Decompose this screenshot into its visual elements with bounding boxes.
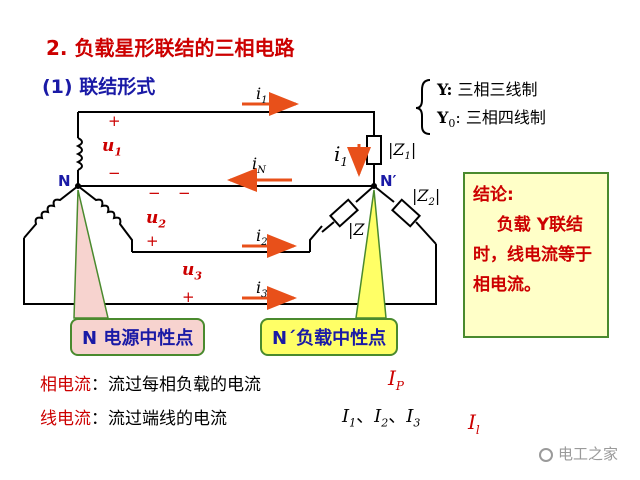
z1-symbol: |Z bbox=[388, 140, 405, 159]
label-iN: iN bbox=[252, 154, 266, 176]
callout-source-pointer bbox=[73, 189, 109, 319]
legend-y: Y: 三相三线制 bbox=[437, 76, 537, 100]
label-i2: i2 bbox=[256, 226, 268, 248]
watermark: 电工之家 bbox=[538, 443, 618, 464]
wire-z2-l3 bbox=[415, 221, 437, 245]
page-title: 2. 负载星形联结的三相电路 bbox=[46, 36, 295, 60]
legend-y0-text: : 三相四线制 bbox=[455, 108, 546, 127]
legend-y-text: 三相三线制 bbox=[457, 80, 538, 99]
iN-sub: N bbox=[257, 165, 266, 177]
phase-current-text: ：流过每相负载的电流 bbox=[91, 375, 261, 395]
z2-resistor bbox=[390, 198, 422, 228]
z1-sub: 1 bbox=[404, 151, 411, 163]
label-z3: |Z bbox=[348, 220, 365, 239]
z2-end: | bbox=[434, 186, 441, 205]
source-coil-1 bbox=[75, 137, 83, 171]
phase-symbol-letter: I bbox=[388, 366, 396, 390]
z1-end: | bbox=[410, 140, 417, 159]
callout-source-neutral: N 电源中性点 bbox=[70, 318, 206, 356]
conclusion-heading: 结论: bbox=[473, 185, 514, 205]
label-node-n-prime: N′ bbox=[380, 172, 397, 190]
wire-l3 bbox=[23, 238, 437, 305]
line-sub-2: 2 bbox=[381, 416, 389, 430]
line-sep-2: 、 bbox=[388, 406, 407, 427]
i3-sub: 3 bbox=[261, 289, 268, 301]
line-current-symbol: Il bbox=[468, 410, 480, 437]
label-minus-u1: − bbox=[108, 164, 121, 182]
source-coil-3 bbox=[23, 185, 79, 239]
label-plus-u2: + bbox=[146, 232, 159, 250]
definition-phase-current: 相电流：流过每相负载的电流 bbox=[40, 370, 261, 395]
line-sub-1: 1 bbox=[349, 416, 357, 430]
i1-load-symbol: i bbox=[334, 142, 341, 166]
iN-symbol: i bbox=[252, 154, 258, 173]
i1-load-sub: 1 bbox=[340, 155, 349, 169]
section-subtitle: (1) 联结形式 bbox=[42, 76, 156, 98]
z2-sub: 2 bbox=[428, 197, 435, 209]
u2-sub: 2 bbox=[158, 217, 167, 231]
label-minus-u2b: − bbox=[178, 184, 191, 202]
line-current-symbols: I1、I2、I3 bbox=[342, 402, 420, 430]
line-current-text: ：流过端线的电流 bbox=[91, 409, 227, 429]
wire-np-z2 bbox=[373, 185, 395, 203]
legend-y0-sub: 0 bbox=[448, 117, 456, 131]
legend-brace bbox=[415, 79, 431, 135]
legend-y0: Y0: 三相四线制 bbox=[437, 104, 546, 130]
label-i1-load: i1 bbox=[334, 142, 348, 169]
line-sym-3: I bbox=[406, 406, 414, 427]
label-u3: u3 bbox=[182, 260, 202, 282]
label-i1: i1 bbox=[256, 84, 268, 106]
wire-z3-l2 bbox=[321, 221, 335, 233]
label-plus-u3: + bbox=[182, 288, 195, 306]
conclusion-box: 结论: 负载 Y联结时，线电流等于相电流。 bbox=[463, 172, 609, 338]
label-u2: u2 bbox=[146, 208, 166, 230]
label-node-n: N bbox=[58, 172, 71, 190]
definition-line-current: 线电流：流过端线的电流 bbox=[40, 404, 227, 429]
line-sub-3: 3 bbox=[413, 416, 421, 430]
wire-l2-load bbox=[309, 225, 323, 252]
line-symbol-letter: I bbox=[468, 410, 476, 434]
legend-y-label: Y: bbox=[437, 80, 453, 99]
u3-sub: 3 bbox=[194, 269, 203, 283]
line-sym-2: I bbox=[374, 406, 382, 427]
phase-current-symbol: IP bbox=[388, 366, 404, 393]
label-u1: u1 bbox=[102, 136, 122, 158]
legend-y0-label: Y bbox=[437, 108, 449, 127]
z1-resistor bbox=[366, 135, 382, 165]
wire-np-z3 bbox=[355, 185, 375, 203]
label-z2: |Z2| bbox=[412, 186, 440, 208]
wire-l1 bbox=[78, 111, 375, 136]
phase-current-term: 相电流 bbox=[40, 375, 91, 395]
i1-sub: 1 bbox=[261, 95, 268, 107]
callout-load-neutral: N´负载中性点 bbox=[260, 318, 399, 356]
callout-load-pointer bbox=[355, 189, 387, 319]
source-coil-2 bbox=[77, 185, 133, 252]
label-z1: |Z1| bbox=[388, 140, 416, 162]
i2-symbol: i bbox=[256, 226, 262, 245]
z3-resistor bbox=[328, 198, 360, 228]
label-minus-u2a: − bbox=[148, 184, 161, 202]
wechat-icon bbox=[538, 448, 553, 462]
line-current-term: 线电流 bbox=[40, 409, 91, 429]
label-i3: i3 bbox=[256, 278, 268, 300]
label-plus-u1: + bbox=[108, 112, 121, 130]
line-sym-1: I bbox=[342, 406, 350, 427]
line-symbol-sub: l bbox=[475, 423, 480, 437]
line-sep-1: 、 bbox=[356, 406, 375, 427]
phase-symbol-sub: P bbox=[395, 379, 404, 393]
u3-symbol: u bbox=[182, 260, 195, 280]
i3-symbol: i bbox=[256, 278, 262, 297]
i2-sub: 2 bbox=[261, 237, 268, 249]
u2-symbol: u bbox=[146, 208, 159, 228]
watermark-text: 电工之家 bbox=[557, 445, 618, 463]
u1-sub: 1 bbox=[114, 145, 123, 159]
conclusion-body: 负载 Y联结时，线电流等于相电流。 bbox=[473, 215, 592, 295]
u1-symbol: u bbox=[102, 136, 115, 156]
z2-symbol: |Z bbox=[412, 186, 429, 205]
i1-symbol: i bbox=[256, 84, 262, 103]
